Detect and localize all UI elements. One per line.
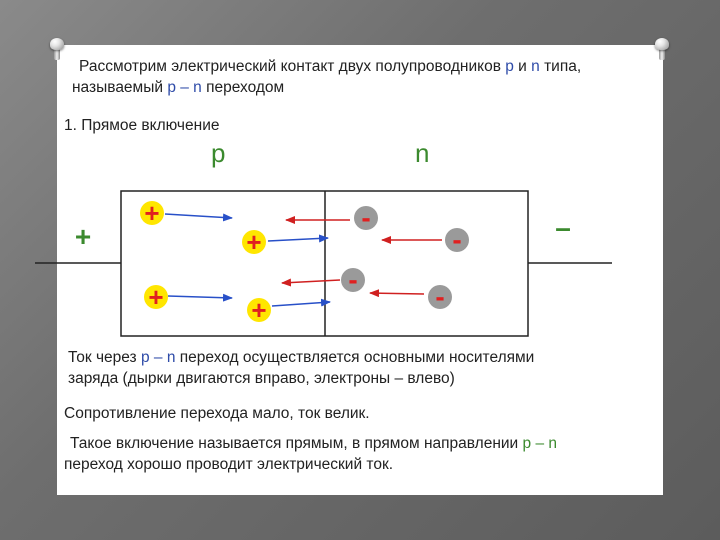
electron-carrier: - [341,264,365,295]
minus-terminal: – [555,212,571,243]
plus-terminal: + [75,221,91,252]
para1-pn: р – n [141,349,175,366]
hole-arrow [268,238,328,241]
electron-carrier: - [354,202,378,233]
hole-sign: + [251,295,266,325]
hole-carrier: + [247,295,271,325]
para3-pn: р – n [523,435,557,452]
hole-carrier: + [242,227,266,257]
hole-arrow [272,302,330,306]
para1-line-1: Ток через р – n переход осуществляется о… [68,348,534,368]
para1-text-rest: переход осуществляется основными носител… [175,349,534,366]
hole-arrow [168,296,232,298]
hole-sign: + [144,198,159,228]
electron-arrow [282,280,340,283]
para1-text: Ток через [68,349,141,366]
para2: Сопротивление перехода мало, ток велик. [64,404,370,424]
electron-sign: - [361,202,370,233]
hole-sign: + [148,282,163,312]
electron-sign: - [435,281,444,312]
hole-sign: + [246,227,261,257]
hole-carrier: + [144,282,168,312]
electron-carrier: - [445,224,469,255]
electron-sign: - [452,224,461,255]
electron-arrow [370,293,424,294]
hole-carrier: + [140,198,164,228]
hole-arrow [165,214,232,218]
para3-line-1: Такое включение называется прямым, в пря… [70,434,557,454]
para3-text: Такое включение называется прямым, в пря… [70,435,523,452]
para1-line-2: заряда (дырки двигаются вправо, электрон… [68,369,455,389]
electron-sign: - [348,264,357,295]
para3-line-2: переход хорошо проводит электрический то… [64,455,393,475]
electron-carrier: - [428,281,452,312]
